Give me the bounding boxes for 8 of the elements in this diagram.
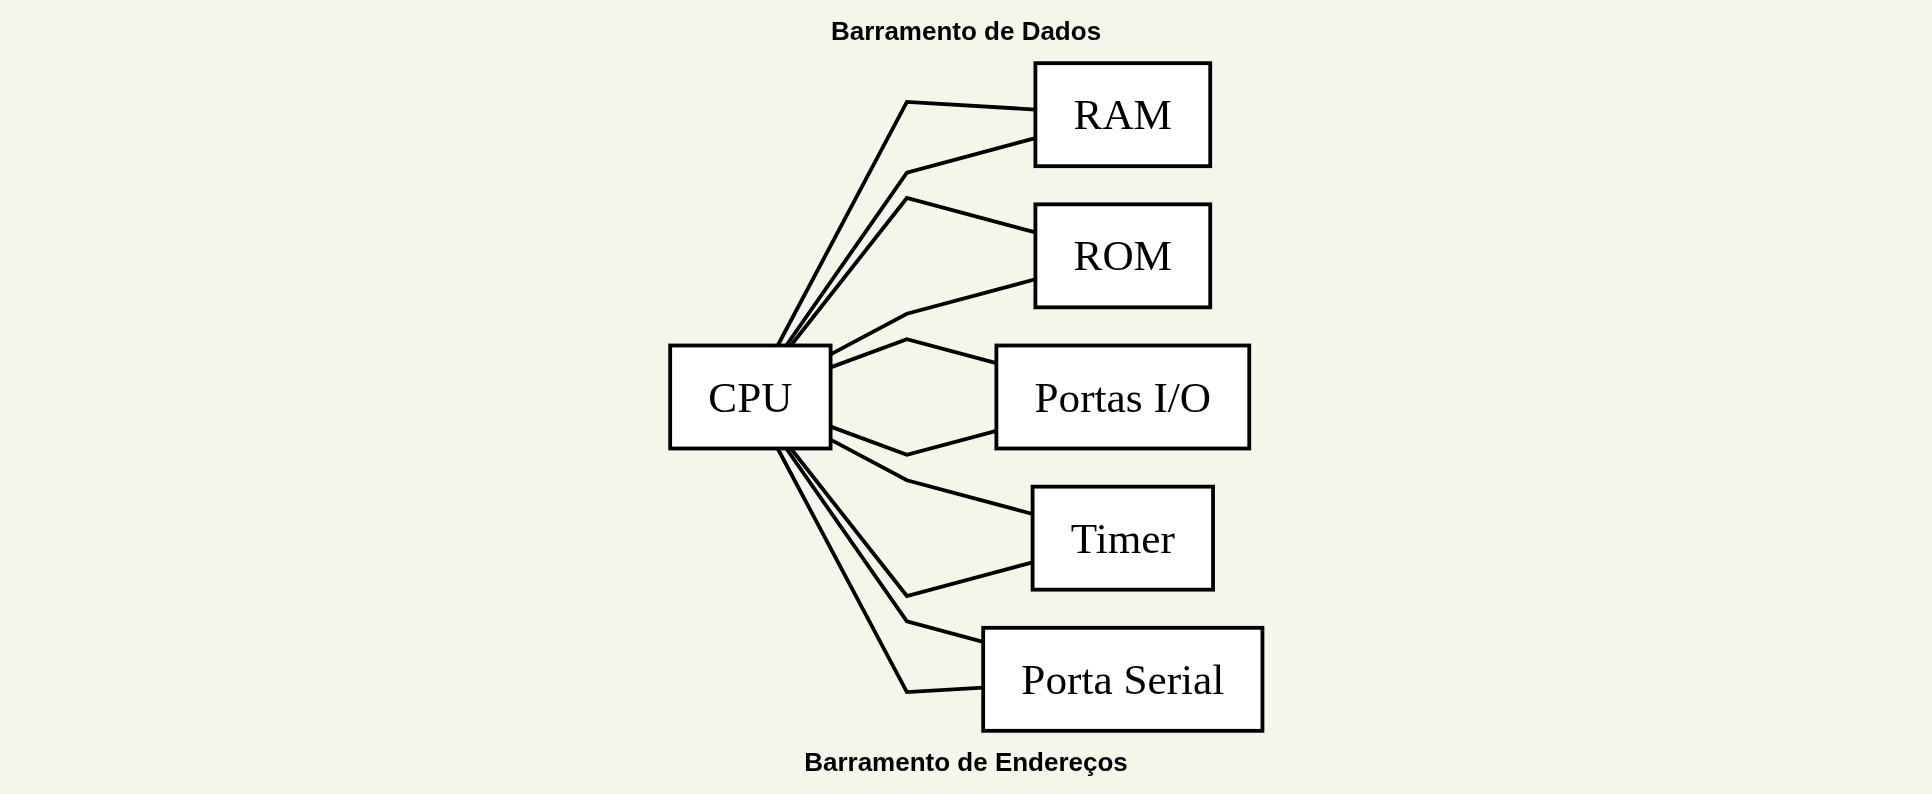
node-box: RAM — [1033, 61, 1212, 169]
node-box: Timer — [1030, 484, 1215, 592]
node-box: Porta Serial — [980, 625, 1265, 733]
node-box: CPU — [667, 343, 833, 451]
node-box: Portas I/O — [994, 343, 1251, 451]
node-box: ROM — [1033, 202, 1212, 310]
bus-label: Barramento de Dados — [830, 16, 1102, 47]
bus-label: Barramento de Endereços — [804, 747, 1128, 778]
